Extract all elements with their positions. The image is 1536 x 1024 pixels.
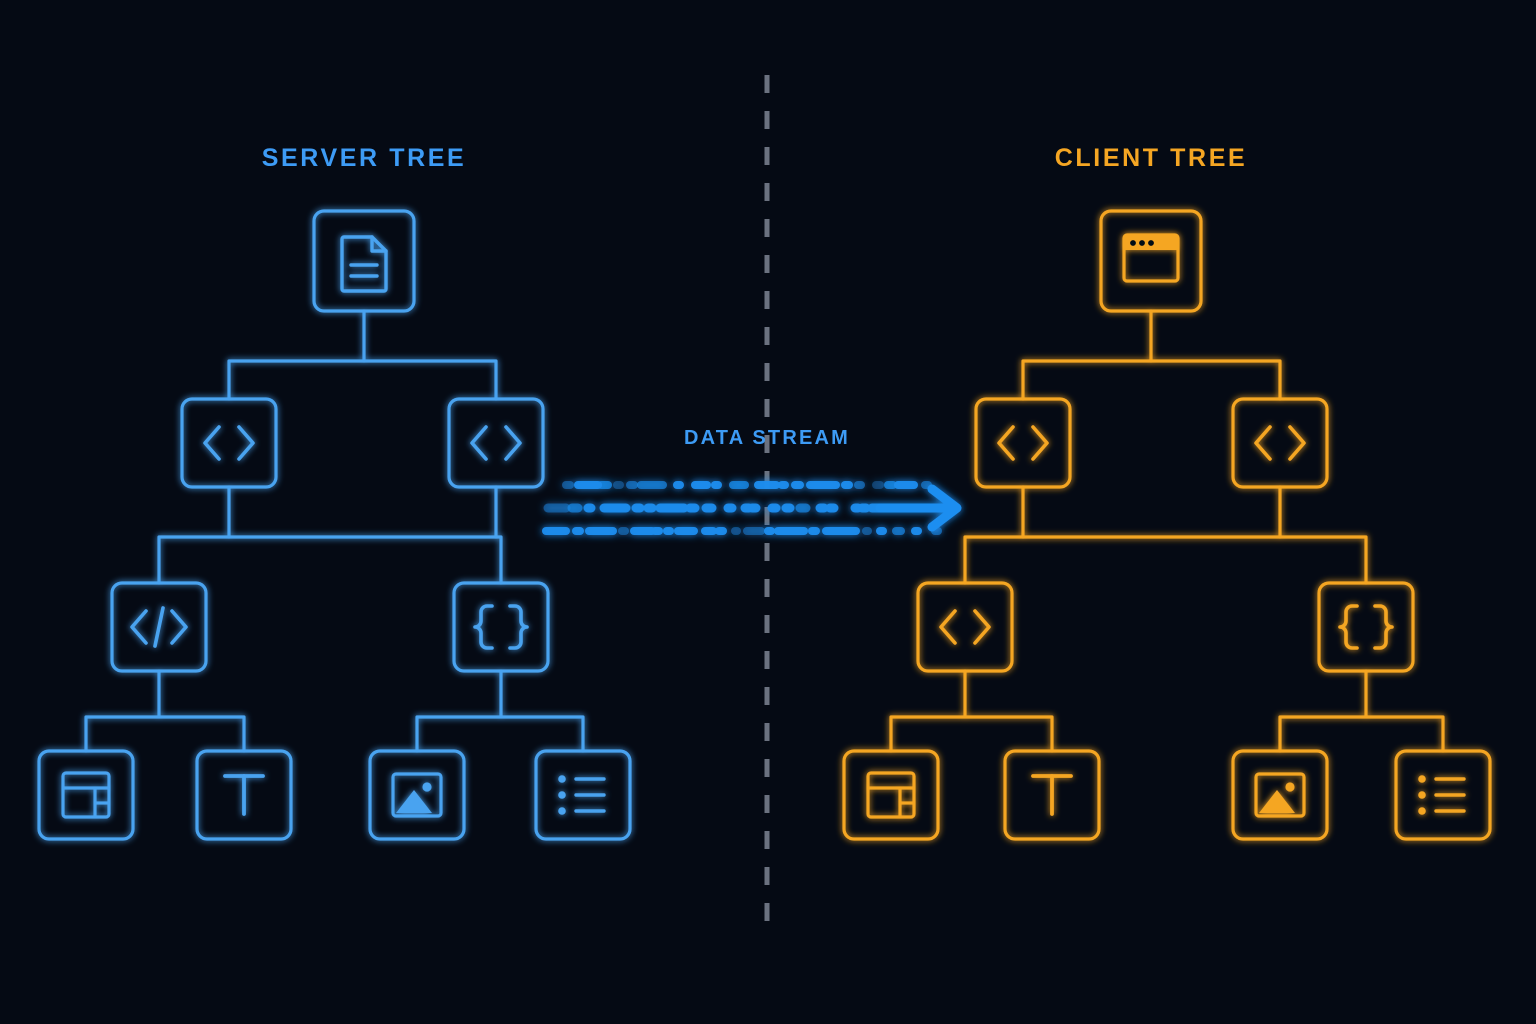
server-nodes: [37, 209, 632, 841]
node-c-leaf2[interactable]: [1003, 749, 1101, 841]
node-s-l1a[interactable]: [180, 397, 278, 489]
node-s-l1b[interactable]: [447, 397, 545, 489]
angle-brackets-icon: [939, 609, 991, 645]
image-icon: [1254, 772, 1306, 818]
node-s-leaf3[interactable]: [368, 749, 466, 841]
node-c-leaf4[interactable]: [1394, 749, 1492, 841]
angle-brackets-icon: [1254, 425, 1306, 461]
node-c-leaf1[interactable]: [842, 749, 940, 841]
arrow-right-icon: [875, 484, 962, 532]
list-icon: [1418, 775, 1466, 815]
document-icon: [340, 235, 388, 293]
node-s-leaf4[interactable]: [534, 749, 632, 841]
server-connectors: [84, 309, 585, 753]
data-stream: [542, 481, 962, 535]
list-icon: [558, 775, 606, 815]
browser-window-icon: [1122, 233, 1180, 283]
node-c-l1b[interactable]: [1231, 397, 1329, 489]
curly-braces-icon: [1338, 604, 1394, 650]
node-s-root[interactable]: [312, 209, 416, 313]
node-c-root[interactable]: [1099, 209, 1203, 313]
server-tree-title: SERVER TREE: [261, 144, 467, 172]
node-s-l2a[interactable]: [110, 581, 208, 673]
code-slash-icon: [130, 606, 188, 648]
text-icon: [223, 774, 265, 816]
node-c-leaf3[interactable]: [1231, 749, 1329, 841]
node-c-l2a[interactable]: [916, 581, 1014, 673]
angle-brackets-icon: [997, 425, 1049, 461]
text-icon: [1031, 774, 1073, 816]
server-tree: [37, 209, 632, 841]
client-tree-title: CLIENT TREE: [1054, 144, 1248, 172]
node-c-l2b[interactable]: [1317, 581, 1415, 673]
angle-brackets-icon: [470, 425, 522, 461]
node-s-l2b[interactable]: [452, 581, 550, 673]
node-c-l1a[interactable]: [974, 397, 1072, 489]
client-tree: [842, 209, 1492, 841]
node-s-leaf1[interactable]: [37, 749, 135, 841]
angle-brackets-icon: [203, 425, 255, 461]
client-connectors: [889, 309, 1445, 753]
layout-icon: [61, 771, 111, 819]
layout-icon: [866, 771, 916, 819]
curly-braces-icon: [473, 604, 529, 650]
client-nodes: [842, 209, 1492, 841]
image-icon: [391, 772, 443, 818]
node-s-leaf2[interactable]: [195, 749, 293, 841]
stream-packets: [542, 481, 962, 535]
data-stream-label: DATA STREAM: [683, 427, 851, 449]
